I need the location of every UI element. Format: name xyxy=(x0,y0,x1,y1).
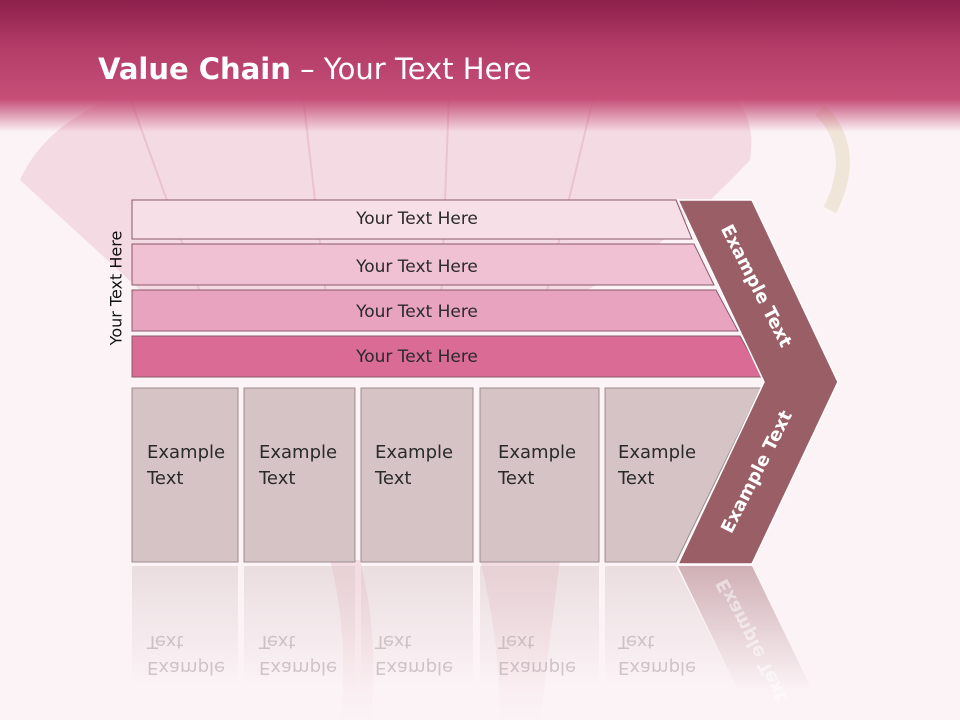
box-3-line1: Example xyxy=(375,442,454,463)
chevron-reflection xyxy=(678,566,812,690)
box-2-line2-reflection: Text xyxy=(259,631,296,652)
box-3-line1-reflection: Example xyxy=(375,657,454,678)
box-5-line2: Text xyxy=(618,468,655,489)
box-2-label-reflection: Example Text xyxy=(259,628,337,680)
box-1-label-reflection: Example Text xyxy=(147,628,225,680)
side-label: Your Text Here xyxy=(106,230,126,346)
box-3-label-reflection: Example Text xyxy=(375,628,453,680)
bar-2-label: Your Text Here xyxy=(356,257,478,277)
box-4-line1-reflection: Example xyxy=(498,657,577,678)
box-4 xyxy=(479,387,600,563)
box-4-label-reflection: Example Text xyxy=(498,628,576,680)
box-4-line2: Text xyxy=(498,468,535,489)
bar-1 xyxy=(131,199,693,240)
bar-4-label: Your Text Here xyxy=(356,347,478,367)
box-5-reflection xyxy=(605,566,736,686)
header-band xyxy=(0,0,960,132)
box-2-line2: Text xyxy=(259,468,296,489)
box-1-line2: Text xyxy=(147,468,184,489)
box-3 xyxy=(360,387,474,563)
box-5-label-reflection: Example Text xyxy=(618,628,696,680)
box-4-reflection xyxy=(480,566,599,686)
box-3-line2: Text xyxy=(375,468,412,489)
box-5-line1-reflection: Example xyxy=(618,657,697,678)
box-2-reflection xyxy=(244,566,355,686)
box-2 xyxy=(243,387,356,563)
bar-2 xyxy=(131,243,715,286)
title-rest: – Your Text Here xyxy=(290,52,532,86)
box-4-line1: Example xyxy=(498,442,577,463)
title-bold: Value Chain xyxy=(98,52,291,86)
box-2-line1: Example xyxy=(259,442,338,463)
box-5 xyxy=(604,387,762,563)
box-1-line1-reflection: Example xyxy=(147,657,226,678)
box-3-reflection xyxy=(361,566,473,686)
bar-3 xyxy=(131,289,739,332)
bar-3-label: Your Text Here xyxy=(356,302,478,322)
box-4-line2-reflection: Text xyxy=(498,631,535,652)
box-5-line2-reflection: Text xyxy=(618,631,655,652)
box-1 xyxy=(131,387,239,563)
box-3-line2-reflection: Text xyxy=(375,631,412,652)
box-1-line1: Example xyxy=(147,442,226,463)
box-1-line2-reflection: Text xyxy=(147,631,184,652)
box-2-line1-reflection: Example xyxy=(259,657,338,678)
slide-title: Value Chain – Your Text Here xyxy=(98,52,532,86)
box-1-reflection xyxy=(132,566,238,686)
bar-1-label: Your Text Here xyxy=(356,209,478,229)
chevron-arrow xyxy=(676,199,839,565)
box-5-line1: Example xyxy=(618,442,697,463)
